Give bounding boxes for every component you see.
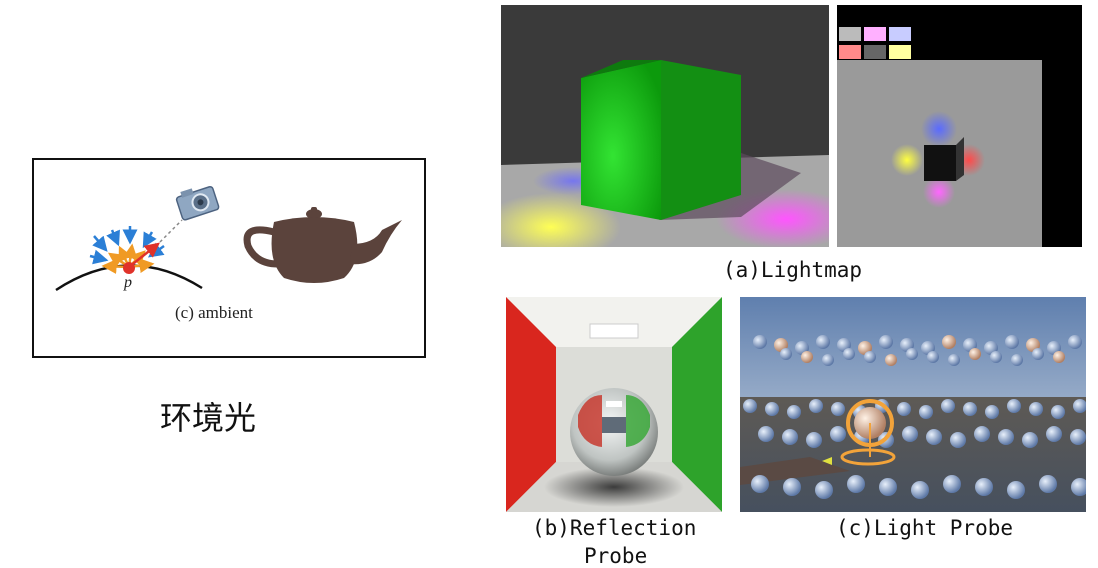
probe-sphere <box>975 478 993 496</box>
lightmap-scene-image <box>501 5 829 247</box>
camera-icon <box>175 185 220 221</box>
probe-sphere <box>1073 399 1086 413</box>
teapot-icon <box>243 207 402 283</box>
probe-sphere <box>969 348 981 360</box>
probe-sphere <box>927 351 939 363</box>
probe-sphere <box>990 351 1002 363</box>
probe-sphere <box>902 426 918 442</box>
probe-sphere <box>787 405 801 419</box>
probe-sphere <box>974 426 990 442</box>
probe-sphere <box>753 335 767 349</box>
probe-sphere <box>998 429 1014 445</box>
lightmap-texture-image <box>837 5 1082 247</box>
reflection-probe-image <box>506 297 722 512</box>
probe-spheres <box>743 335 1086 499</box>
view-dashed-line <box>159 219 183 243</box>
probe-sphere <box>816 335 830 349</box>
probe-sphere <box>1011 354 1023 366</box>
probe-sphere <box>830 426 846 442</box>
probe-sphere <box>1022 432 1038 448</box>
probe-sphere <box>1071 478 1086 496</box>
probe-sphere <box>1007 399 1021 413</box>
probe-sphere <box>1070 429 1086 445</box>
probe-sphere <box>948 354 960 366</box>
probe-sphere <box>1039 475 1057 493</box>
probe-sphere <box>1053 351 1065 363</box>
light-probe-caption: (c)Light Probe <box>836 516 1014 540</box>
point-label: p <box>124 274 132 291</box>
probe-sphere <box>843 348 855 360</box>
probe-sphere <box>963 402 977 416</box>
probe-sphere <box>1005 335 1019 349</box>
reflection-probe-caption-line2: Probe <box>584 544 648 568</box>
probe-sphere <box>801 351 813 363</box>
probe-sphere <box>815 481 833 499</box>
probe-sphere <box>879 335 893 349</box>
probe-sphere <box>809 399 823 413</box>
probe-sphere <box>831 402 845 416</box>
probe-sphere <box>950 432 966 448</box>
probe-sphere <box>985 405 999 419</box>
incoming-light-arrows <box>89 226 165 265</box>
probe-sphere <box>911 481 929 499</box>
probe-sphere <box>941 399 955 413</box>
probe-sphere <box>751 475 769 493</box>
probe-sphere <box>783 478 801 496</box>
probe-sphere <box>942 335 956 349</box>
probe-sphere <box>847 475 865 493</box>
probe-sphere <box>780 348 792 360</box>
probe-sphere <box>806 432 822 448</box>
probe-sphere <box>906 348 918 360</box>
ambient-caption: (c) ambient <box>175 303 253 322</box>
probe-sphere <box>943 475 961 493</box>
probe-sphere <box>879 478 897 496</box>
lightmap-caption: (a)Lightmap <box>723 258 863 282</box>
probe-sphere <box>897 402 911 416</box>
probe-sphere <box>1029 402 1043 416</box>
probe-sphere <box>758 426 774 442</box>
surface-point <box>123 262 135 274</box>
view-direction-arrow <box>128 242 160 268</box>
probe-sphere <box>1007 481 1025 499</box>
reflection-probe-caption-line1: (b)Reflection <box>532 516 697 540</box>
probe-sphere <box>919 405 933 419</box>
probe-sphere <box>822 354 834 366</box>
ambient-diagram <box>55 185 402 292</box>
probe-sphere <box>765 402 779 416</box>
probe-sphere <box>782 429 798 445</box>
selected-probe-gizmo <box>822 399 896 466</box>
probe-sphere <box>743 399 757 413</box>
probe-sphere <box>885 354 897 366</box>
ambient-light-title: 环境光 <box>160 399 257 437</box>
probe-sphere <box>1032 348 1044 360</box>
probe-sphere <box>1051 405 1065 419</box>
probe-sphere <box>1068 335 1082 349</box>
light-probe-image <box>740 297 1086 512</box>
probe-sphere <box>926 429 942 445</box>
probe-sphere <box>864 351 876 363</box>
probe-sphere <box>1046 426 1062 442</box>
